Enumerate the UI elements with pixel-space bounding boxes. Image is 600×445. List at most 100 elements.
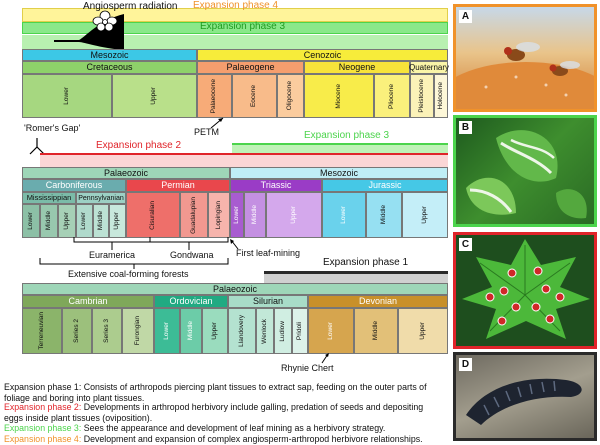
triassic-lower: Lower [230, 192, 244, 238]
phase1-label: Expansion phase 1 [323, 257, 409, 268]
triassic-middle: Middle [244, 192, 266, 238]
palaeozoic-era-middle: Palaeozoic [22, 167, 230, 179]
panel-b-label: B [459, 121, 472, 134]
angiosperm-radiation-label: Angiosperm radiation [83, 1, 178, 12]
first-leaf-mining-arrow [230, 239, 239, 250]
cretaceous-period: Cretaceous [22, 61, 197, 74]
panel-d-millipede: D [453, 352, 597, 441]
panel-c-label: C [459, 238, 472, 251]
rhynie-chert-arrow [321, 353, 329, 364]
panel-a-label: A [459, 10, 472, 23]
eocene-epoch: Eocene [232, 74, 277, 118]
ludlow-epoch: Ludlow [274, 308, 292, 354]
panel-d-label: D [459, 358, 472, 371]
jurassic-upper: Upper [402, 192, 448, 238]
palaeocene-epoch: Palaeocene [197, 74, 232, 118]
terreneuvian-epoch: Terreneuvian [22, 308, 62, 354]
neogene-period: Neogene [304, 61, 410, 74]
series3-epoch: Series 3 [92, 308, 122, 354]
mississippian-middle: Middle [40, 204, 58, 238]
quaternary-period: Quaternary [409, 61, 449, 74]
phase3-bar-top-lower [22, 35, 448, 49]
euramerica-label: Euramerica [89, 250, 136, 260]
jurassic-middle: Middle [366, 192, 402, 238]
pennsylvanian-lower: Lower [76, 204, 93, 238]
ordovician-upper: Upper [202, 308, 228, 354]
pridoli-epoch: Pridoli [292, 308, 308, 354]
caption-phase2: Expansion phase 2: Developments in arthr… [4, 402, 444, 423]
phase3-bar-top [22, 22, 448, 34]
devonian-middle: Middle [354, 308, 398, 354]
pleistocene-epoch: Pleistocene [410, 74, 434, 118]
caption-phase4-text: Development and expansion of complex ang… [81, 433, 423, 444]
silurian-period: Silurian [228, 295, 308, 308]
caption-phase1-label: Expansion phase 1: [4, 382, 82, 392]
devonian-period: Devonian [308, 295, 448, 308]
caption-phase3-label: Expansion phase 3: [4, 423, 82, 433]
guadalupian-epoch: Guadalupian [180, 192, 208, 238]
mined-leaves-illustration [466, 130, 587, 219]
mesozoic-era-top: Mesozoic [22, 49, 197, 61]
lopingian-epoch: Lopingian [208, 192, 230, 238]
pliocene-epoch: Pliocene [374, 74, 410, 118]
series2-epoch: Series 2 [62, 308, 92, 354]
carboniferous-period: Carboniferous [22, 179, 126, 192]
panel-c-galled-leaf: C [453, 232, 597, 349]
petm-arrow [210, 117, 224, 129]
caption-phase3: Expansion phase 3: Sees the appearance a… [4, 423, 444, 434]
phase2-label: Expansion phase 2 [96, 140, 182, 151]
phase1-bar [264, 271, 448, 283]
holocene-epoch: Holocene [434, 74, 448, 118]
fruit-fly-illustration [456, 42, 594, 109]
cambrian-period: Cambrian [22, 295, 154, 308]
galled-leaf-illustration [462, 239, 590, 339]
jurassic-period: Jurassic [322, 179, 448, 192]
ordovician-middle: Middle [180, 308, 202, 354]
devonian-lower: Lower [308, 308, 354, 354]
triassic-upper: Upper [266, 192, 322, 238]
devonian-upper: Upper [398, 308, 448, 354]
furongian-epoch: Furongian [122, 308, 154, 354]
cretaceous-lower: Lower [22, 74, 112, 118]
miocene-epoch: Miocene [304, 74, 374, 118]
caption-phase1-text: Consists of arthropods piercing plant ti… [4, 382, 427, 403]
mississippian-subperiod: Mississippian [22, 192, 76, 204]
phase2-bar [40, 153, 448, 167]
mississippian-lower: Lower [22, 204, 40, 238]
cretaceous-upper: Upper [112, 74, 197, 118]
ordovician-period: Ordovician [154, 295, 228, 308]
petm-label: PETM [194, 127, 220, 137]
mississippian-upper: Upper [58, 204, 76, 238]
permian-period: Permian [126, 179, 230, 192]
phase3-label-middle: Expansion phase 3 [304, 130, 390, 141]
flower-icon [92, 10, 118, 32]
panel-a-fruit-flies: A [453, 4, 597, 112]
palaeogene-period: Palaeogene [197, 61, 304, 74]
phase3-bar-middle [232, 143, 448, 153]
cenozoic-era: Cenozoic [197, 49, 448, 61]
gondwana-label: Gondwana [170, 250, 214, 260]
ordovician-lower: Lower [154, 308, 180, 354]
cisuralian-epoch: Cisuralian [126, 192, 180, 238]
mesozoic-era-middle: Mesozoic [230, 167, 448, 179]
romers-gap-label: 'Romer's Gap' [24, 123, 81, 133]
jurassic-lower: Lower [322, 192, 366, 238]
pennsylvanian-middle: Middle [93, 204, 109, 238]
romers-gap-marker [29, 138, 45, 155]
caption-phase1: Expansion phase 1: Consists of arthropod… [4, 382, 444, 403]
coal-forests-label: Extensive coal-forming forests [68, 269, 189, 279]
phase4-label: Expansion phase 4 [193, 0, 279, 11]
caption-phase2-text: Developments in arthropod herbivory incl… [4, 402, 424, 423]
pennsylvanian-subperiod: Pennsylvanian [76, 192, 126, 204]
caption-phase4-label: Expansion phase 4: [4, 433, 82, 444]
oligocene-epoch: Oligocene [277, 74, 304, 118]
first-leaf-mining-label: First leaf-mining [236, 248, 301, 258]
phase3-label-top: Expansion phase 3 [200, 21, 286, 32]
triassic-period: Triassic [230, 179, 322, 192]
llandovery-epoch: Llandovery [228, 308, 256, 354]
panel-b-leaf-mines: B [453, 115, 597, 227]
millipede-illustration [466, 378, 582, 425]
caption-phase2-label: Expansion phase 2: [4, 402, 82, 412]
palaeozoic-era-bottom: Palaeozoic [22, 283, 448, 295]
caption-phase4: Expansion phase 4: Development and expan… [4, 434, 444, 445]
